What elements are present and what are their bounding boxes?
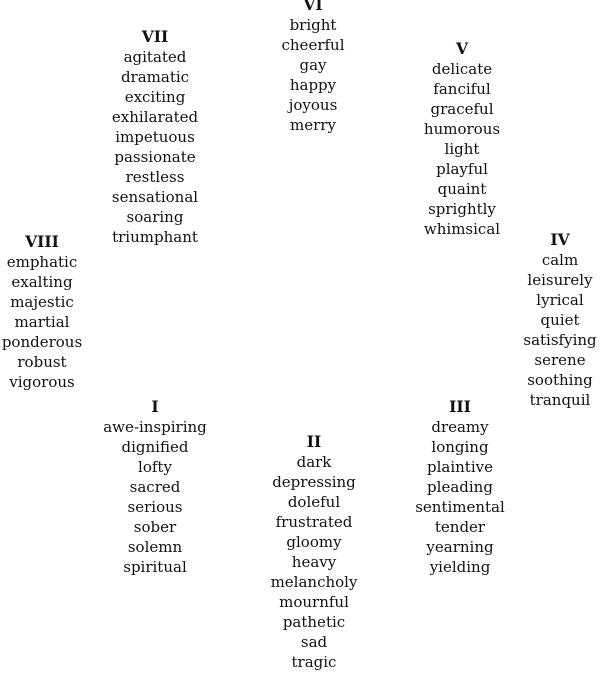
cluster-ii: II dark depressing doleful frustrated gloomy… (271, 432, 358, 672)
adjective: light (444, 140, 480, 158)
adjective: mournful (279, 593, 349, 611)
adjective: agitated (123, 48, 187, 66)
adjective: passionate (114, 148, 196, 166)
cluster-i: I awe-inspiring dignified lofty sacred serio… (103, 397, 207, 577)
adjective: dreamy (431, 418, 489, 436)
adjective: dark (296, 453, 332, 471)
adjective: pathetic (282, 613, 346, 631)
adjective: gloomy (286, 533, 342, 551)
adjective: delicate (431, 60, 493, 78)
adjective: exalting (11, 273, 73, 291)
adjective: sad (300, 633, 328, 651)
cluster-vi: VI bright cheerful gay happy joyous merry (282, 0, 345, 135)
adjective: impetuous (115, 128, 195, 146)
adjective: majestic (10, 293, 74, 311)
adjective: joyous (288, 96, 338, 114)
adjective: merry (290, 116, 336, 134)
cluster-vi-words: bright cheerful gay happy joyous merry (282, 15, 345, 135)
adjective: sentimental (415, 498, 505, 516)
adjective: soothing (527, 371, 593, 389)
adjective: serious (127, 498, 183, 516)
adjective: playful (436, 160, 488, 178)
cluster-iv-words: calm leisurely lyrical quiet satisfying seren… (523, 250, 596, 410)
adjective: longing (431, 438, 489, 456)
adjective: vigorous (9, 373, 75, 391)
adjective: frustrated (275, 513, 353, 531)
adjective: whimsical (423, 220, 501, 238)
adjective: exciting (124, 88, 186, 106)
cluster-v-numeral: V (455, 39, 469, 58)
adjective: tragic (291, 653, 337, 671)
adjective: lyrical (536, 291, 584, 309)
adjective: happy (289, 76, 337, 94)
adjective: exhilarated (111, 108, 199, 126)
adjective: doleful (287, 493, 341, 511)
cluster-i-numeral: I (151, 397, 159, 416)
adjective: sensational (111, 188, 199, 206)
adjective: sober (133, 518, 177, 536)
adjective: humorous (423, 120, 501, 138)
cluster-v-words: delicate fanciful graceful humorous light pla… (424, 59, 500, 239)
cluster-i-words: awe-inspiring dignified lofty sacred serious… (103, 417, 207, 577)
cluster-vi-numeral: VI (303, 0, 323, 14)
cluster-viii-words: emphatic exalting majestic martial ponderous… (2, 252, 82, 392)
adjective: fanciful (433, 80, 491, 98)
cluster-iii-words: dreamy longing plaintive pleading sentimenta… (415, 417, 505, 577)
adjective: yielding (429, 558, 491, 576)
adjective: soaring (126, 208, 184, 226)
adjective: dignified (121, 438, 189, 456)
adjective: robust (17, 353, 67, 371)
adjective: quiet (540, 311, 580, 329)
adjective: plaintive (427, 458, 493, 476)
adjective: restless (125, 168, 185, 186)
cluster-ii-words: dark depressing doleful frustrated gloomy hea… (271, 452, 358, 672)
cluster-iv-numeral: IV (550, 230, 570, 249)
adjective: yearning (426, 538, 494, 556)
adjective: depressing (272, 473, 356, 491)
adjective: awe-inspiring (103, 418, 207, 436)
cluster-vii-words: agitated dramatic exciting exhilarated impet… (112, 47, 198, 247)
adjective: sacred (129, 478, 181, 496)
adjective: quaint (437, 180, 487, 198)
cluster-vii: VII agitated dramatic exciting exhilarated i… (112, 27, 198, 247)
cluster-iii: III dreamy longing plaintive pleading sentim… (415, 397, 505, 577)
cluster-iii-numeral: III (449, 397, 471, 416)
cluster-iv: IV calm leisurely lyrical quiet satisfying se… (523, 230, 596, 410)
cluster-ii-numeral: II (306, 432, 322, 451)
cluster-vii-numeral: VII (141, 27, 169, 46)
adjective: graceful (430, 100, 494, 118)
adjective: satisfying (523, 331, 597, 349)
adjective: serene (534, 351, 586, 369)
adjective: tranquil (529, 391, 591, 409)
adjective: calm (541, 251, 579, 269)
adjective: solemn (127, 538, 183, 556)
adjective: lofty (138, 458, 172, 476)
adjective: triumphant (112, 228, 198, 246)
adjective: heavy (291, 553, 337, 571)
adjective: spiritual (123, 558, 187, 576)
adjective: cheerful (281, 36, 345, 54)
adjective: leisurely (527, 271, 593, 289)
cluster-v: V delicate fanciful graceful humorous light p… (424, 39, 500, 239)
cluster-viii: VIII emphatic exalting majestic martial pond… (2, 232, 82, 392)
adjective: gay (299, 56, 327, 74)
adjective: sprightly (428, 200, 496, 218)
adjective: bright (289, 16, 337, 34)
adjective: tender (434, 518, 486, 536)
adjective: pleading (427, 478, 493, 496)
adjective: martial (14, 313, 70, 331)
adjective: emphatic (6, 253, 78, 271)
cluster-viii-numeral: VIII (25, 232, 59, 251)
adjective: dramatic (120, 68, 190, 86)
adjective: ponderous (1, 333, 83, 351)
adjective: melancholy (270, 573, 358, 591)
